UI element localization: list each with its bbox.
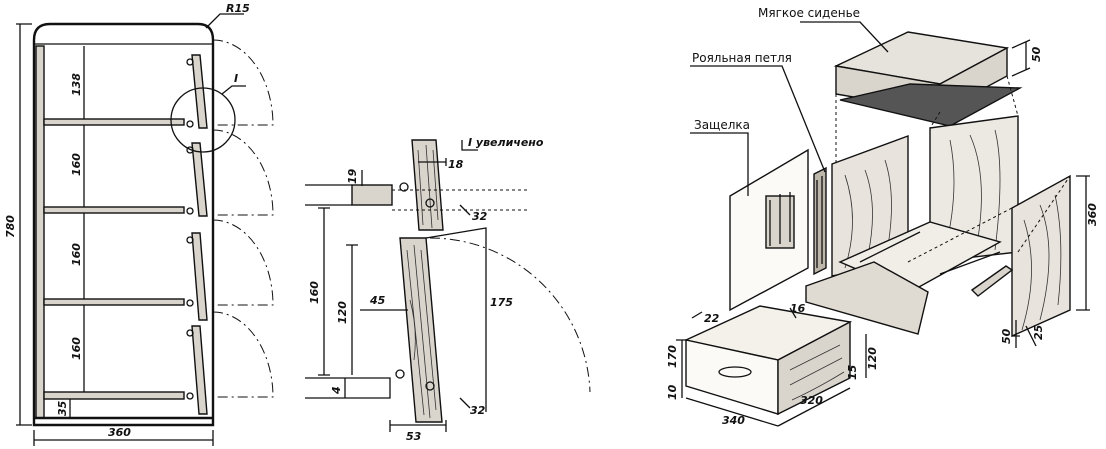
dim-160: 160 (308, 281, 321, 304)
detail-marker-label: I (234, 72, 238, 85)
side-elevation: I R15 780 360 138 160 160 160 35 (4, 2, 274, 446)
swing-arc-1 (212, 39, 274, 126)
dim-120-drawer: 120 (866, 347, 879, 370)
dim-32-bottom: 32 (470, 404, 486, 417)
left-post (35, 45, 45, 419)
side-rail (970, 265, 1014, 297)
detail-title: I увеличено (468, 136, 544, 149)
radius-label: R15 (226, 2, 250, 15)
dim-18: 18 (448, 158, 464, 171)
seat-leader (800, 21, 889, 53)
dim-32-top: 32 (472, 210, 488, 223)
gap-3: 160 (70, 243, 83, 266)
gap-4: 160 (70, 337, 83, 360)
dim-45: 45 (369, 294, 386, 307)
piano-hinge (813, 166, 827, 276)
swing-arc-2 (212, 129, 274, 216)
shelf-4 (43, 391, 185, 400)
dim-4: 4 (330, 386, 343, 395)
dim-53: 53 (406, 430, 422, 443)
dim-10: 10 (666, 384, 679, 400)
dim-120: 120 (336, 301, 349, 324)
cabinet-outline (32, 22, 215, 427)
dim-15: 15 (846, 364, 859, 380)
detail-circle (170, 87, 236, 153)
slat-4 (191, 325, 208, 415)
dim-19: 19 (346, 168, 359, 184)
slat-3 (191, 232, 208, 321)
slat-1 (191, 54, 208, 129)
swing-arc-3 (212, 219, 274, 306)
swing-arc-4 (212, 311, 274, 398)
shelf-board (351, 184, 393, 206)
dim-seat-thickness: 50 (1030, 46, 1043, 62)
drawer-handle (718, 366, 752, 378)
dim-340: 340 (722, 414, 745, 427)
dim-50: 50 (1000, 328, 1013, 344)
shelf-1 (43, 118, 185, 126)
dim-25: 25 (1032, 324, 1045, 340)
right-panel (1011, 174, 1071, 338)
gap-bottom: 35 (56, 400, 69, 416)
label-seat: Мягкое сиденье (758, 6, 860, 20)
seat-board (839, 83, 1023, 127)
dim-320: 320 (800, 394, 823, 407)
width-dim: 360 (108, 426, 131, 439)
dim-170: 170 (666, 345, 679, 368)
slat-2 (191, 142, 208, 217)
height-dim: 780 (4, 215, 17, 238)
dim-16: 16 (790, 302, 806, 315)
swing-arc-detail (429, 237, 591, 393)
latch-leader (690, 132, 749, 196)
isometric-exploded-view: 50 Мягкое сиденье Рояльная петля Защелка (666, 6, 1099, 427)
gap-2: 160 (70, 153, 83, 176)
shelf-3 (43, 298, 185, 306)
drawer-side (777, 320, 851, 416)
lower-slat (399, 237, 443, 423)
dim-175: 175 (490, 296, 513, 309)
shelf-2 (43, 206, 185, 214)
dim-side-height: 360 (1086, 203, 1099, 226)
upper-slat (411, 139, 444, 231)
label-latch: Защелка (694, 118, 750, 132)
label-hinge: Рояльная петля (692, 51, 792, 65)
hinge-leader (690, 65, 826, 173)
dim-22: 22 (704, 312, 720, 325)
drawer-runner (805, 261, 929, 335)
detail-leader (221, 85, 246, 95)
detail-enlarged: I увеличено 18 19 32 160 120 45 175 (305, 136, 591, 443)
gap-1: 138 (70, 73, 83, 96)
